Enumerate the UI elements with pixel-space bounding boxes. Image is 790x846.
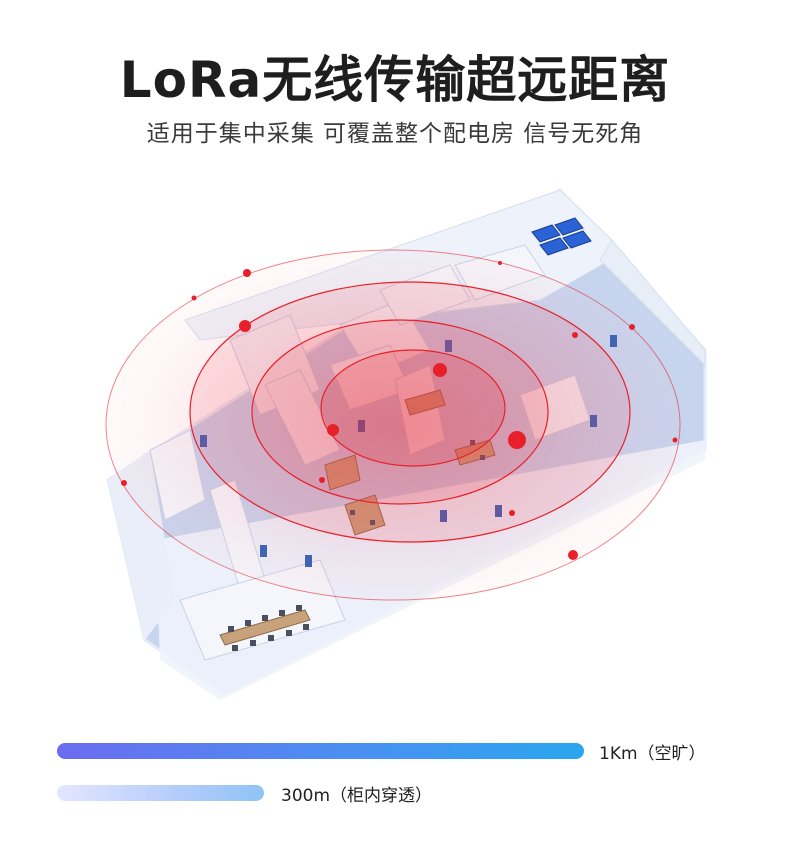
range-bar-300m <box>57 785 264 801</box>
signal-node <box>509 510 515 516</box>
signal-ring-inner <box>320 349 506 467</box>
signal-node <box>672 437 678 443</box>
range-label-1km: 1Km（空旷） <box>599 744 706 764</box>
chair <box>286 630 292 636</box>
signal-node <box>327 424 339 436</box>
floor-plan-illustration <box>0 150 790 720</box>
range-label-300m: 300m（柜内穿透） <box>281 786 433 806</box>
chair <box>303 624 309 630</box>
right-wall <box>599 239 706 367</box>
signal-node <box>243 269 251 277</box>
floor-plan-svg <box>105 188 707 700</box>
range-bar-1km <box>57 743 584 759</box>
chair <box>232 645 238 651</box>
meeting-table <box>219 609 311 646</box>
left-wall <box>108 450 175 640</box>
page-title: LoRa无线传输超远距离 <box>119 51 671 109</box>
chair <box>268 635 274 641</box>
signal-node <box>508 431 526 449</box>
chair <box>228 626 234 632</box>
page-subtitle: 适用于集中采集 可覆盖整个配电房 信号无死角 <box>146 121 644 147</box>
signal-ring-3 <box>251 319 549 505</box>
chair <box>250 640 256 646</box>
signal-node <box>239 320 251 332</box>
equipment-box <box>539 237 569 256</box>
signal-ring-2 <box>189 281 631 543</box>
chair <box>279 610 285 616</box>
signal-node <box>629 324 635 330</box>
equipment-box <box>554 217 584 236</box>
equipment-box <box>562 230 592 249</box>
equipment-box <box>531 224 561 243</box>
chair <box>262 615 268 621</box>
signal-node <box>191 295 197 301</box>
signal-node <box>319 477 325 483</box>
chair <box>245 620 251 626</box>
signal-ring-outer <box>105 249 681 601</box>
signal-node <box>568 550 578 560</box>
signal-node <box>433 363 447 377</box>
signal-node <box>498 261 502 265</box>
chair <box>296 605 302 611</box>
signal-node <box>572 332 578 338</box>
signal-node <box>121 480 127 486</box>
